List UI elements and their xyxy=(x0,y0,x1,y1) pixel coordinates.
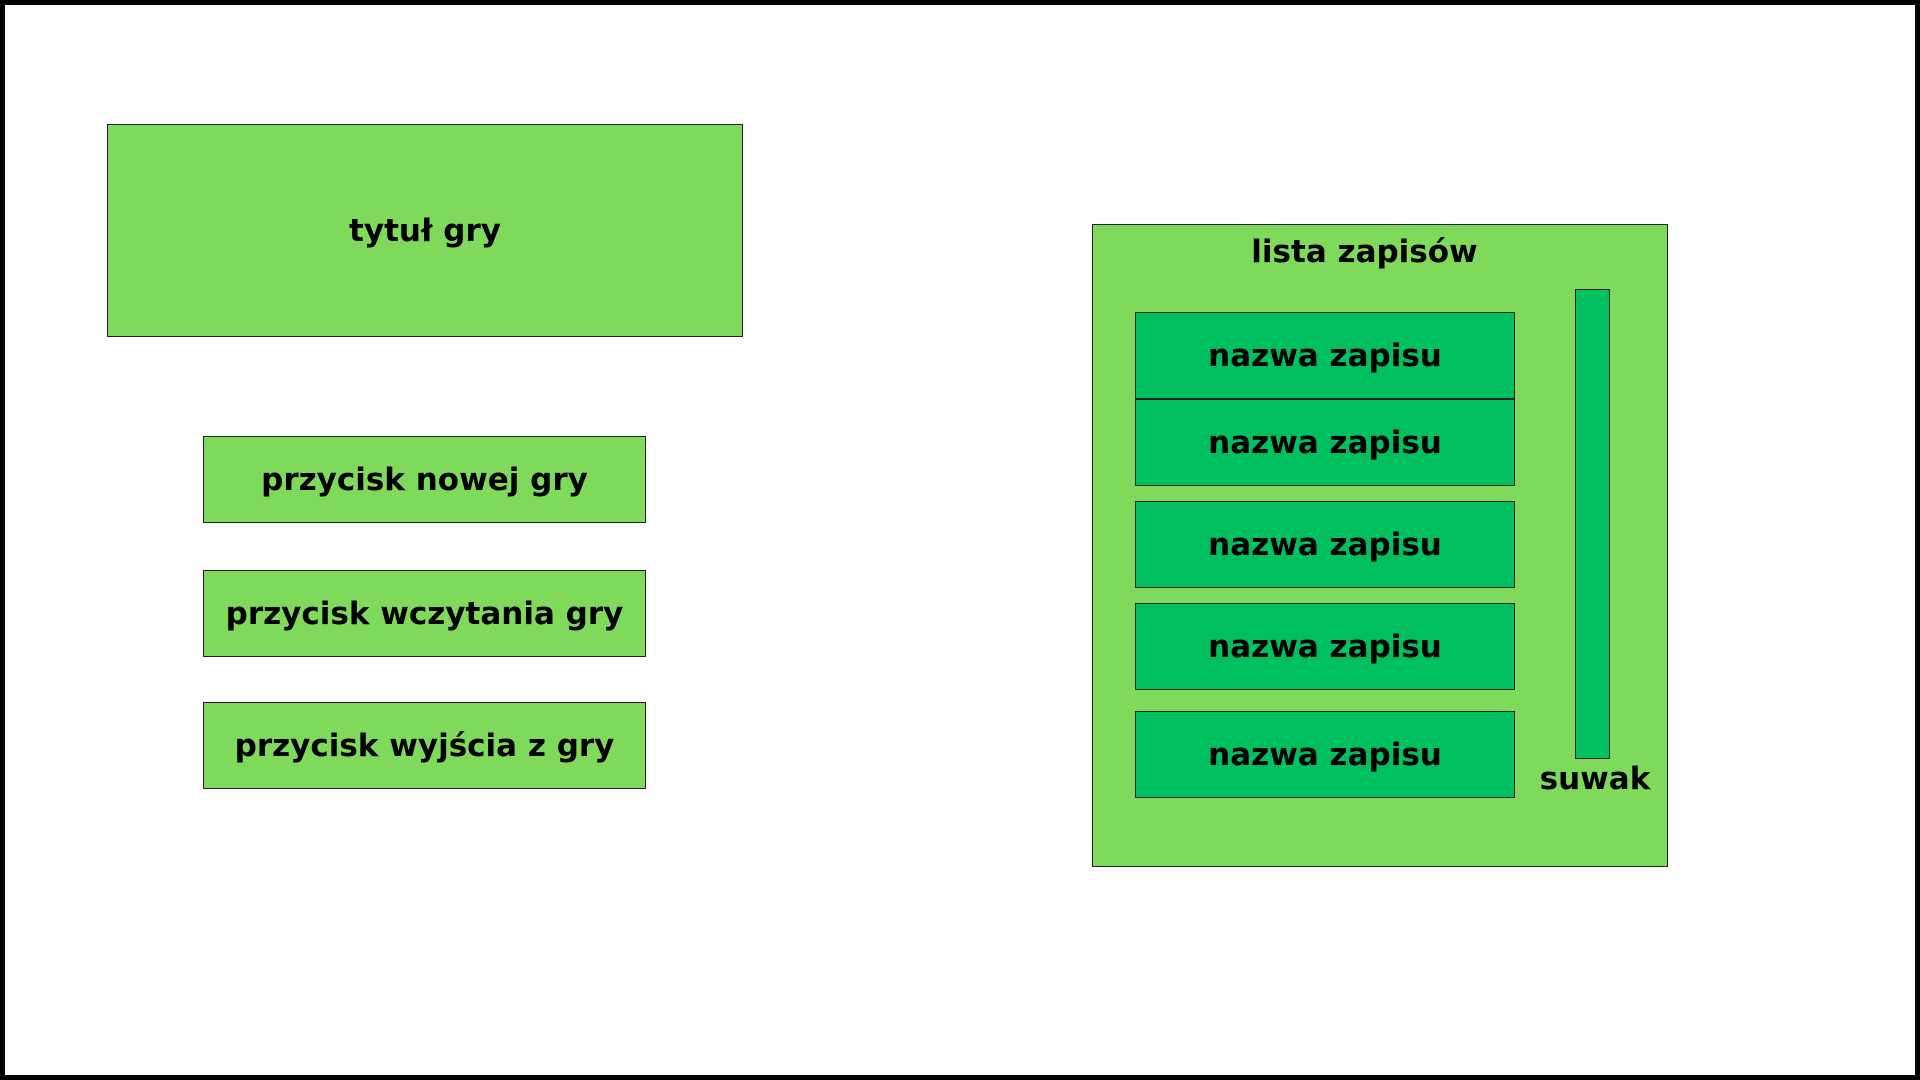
save-item-label: nazwa zapisu xyxy=(1208,736,1442,773)
load-game-button[interactable]: przycisk wczytania gry xyxy=(203,570,646,657)
save-item-3[interactable]: nazwa zapisu xyxy=(1135,501,1515,588)
save-item-1[interactable]: nazwa zapisu xyxy=(1135,312,1515,399)
save-item-5[interactable]: nazwa zapisu xyxy=(1135,711,1515,798)
new-game-button[interactable]: przycisk nowej gry xyxy=(203,436,646,523)
save-item-label: nazwa zapisu xyxy=(1208,424,1442,461)
exit-game-button[interactable]: przycisk wyjścia z gry xyxy=(203,702,646,789)
save-item-4[interactable]: nazwa zapisu xyxy=(1135,603,1515,690)
game-title-box: tytuł gry xyxy=(107,124,743,337)
save-item-label: nazwa zapisu xyxy=(1208,628,1442,665)
save-item-2[interactable]: nazwa zapisu xyxy=(1135,399,1515,486)
save-item-label: nazwa zapisu xyxy=(1208,337,1442,374)
slider-label: suwak xyxy=(1539,761,1651,797)
game-title-label: tytuł gry xyxy=(349,212,501,249)
exit-game-button-label: przycisk wyjścia z gry xyxy=(234,727,615,764)
scroll-slider[interactable] xyxy=(1575,289,1610,759)
new-game-button-label: przycisk nowej gry xyxy=(261,461,588,498)
save-list-title: lista zapisów xyxy=(1251,234,1478,270)
save-item-label: nazwa zapisu xyxy=(1208,526,1442,563)
load-game-button-label: przycisk wczytania gry xyxy=(225,595,624,632)
